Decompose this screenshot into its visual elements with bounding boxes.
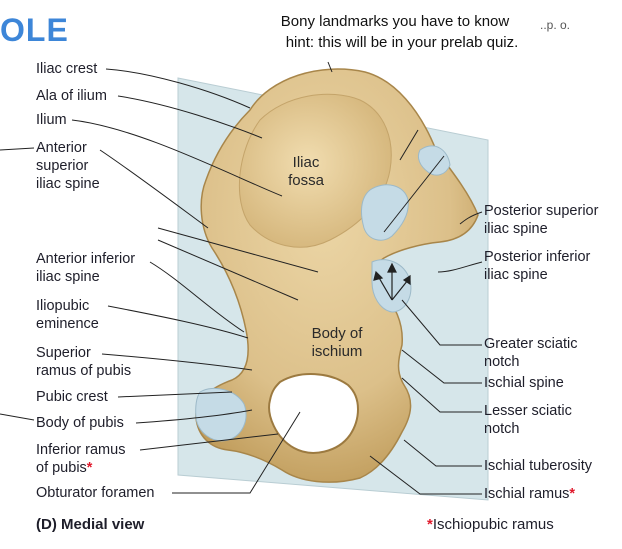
label-ischial-tuberosity: Ischial tuberosity	[484, 458, 592, 474]
label-asis-line-1: Anterior	[36, 140, 87, 156]
label-iliac-crest: Iliac crest	[36, 61, 98, 77]
label-asis-line-3: iliac spine	[36, 176, 100, 192]
label-ala-of-ilium: Ala of ilium	[36, 88, 107, 104]
label-aiis-line-2: iliac spine	[36, 269, 100, 285]
label-ilium: Ilium	[36, 112, 67, 128]
label-ischial-spine: Ischial spine	[484, 375, 564, 391]
figure-caption: (D) Medial view	[36, 516, 145, 533]
label-psis-line-1: Posterior superior	[484, 203, 599, 219]
label-iliopubic-line-2: eminence	[36, 316, 99, 332]
label-lesser-sciatic-notch-line-1: Lesser sciatic	[484, 403, 572, 419]
label-ischial-ramus: Ischial ramus*	[484, 486, 575, 503]
label-piis-line-2: iliac spine	[484, 267, 548, 283]
obturator-foramen-hole	[268, 373, 359, 454]
label-psis-line-2: iliac spine	[484, 221, 548, 237]
inferior-ramus-text: of pubis	[36, 460, 87, 476]
partial-slide-title: OLE	[0, 12, 69, 48]
auricular-surface	[361, 184, 409, 241]
footnote-asterisk: *	[427, 516, 433, 533]
leader-lines-left	[0, 68, 319, 494]
label-aiis-line-1: Anterior inferior	[36, 251, 136, 267]
label-obturator-foramen: Obturator foramen	[36, 485, 155, 501]
hint-line-1: Bony landmarks you have to know	[280, 13, 510, 30]
body-of-ischium-label-2: ischium	[311, 343, 363, 360]
ischial-ramus-asterisk: *	[569, 486, 576, 502]
label-body-of-pubis: Body of pubis	[36, 415, 124, 431]
posterior-cartilage	[417, 145, 451, 176]
ischial-ramus-text: Ischial ramus	[484, 486, 570, 502]
inferior-ramus-asterisk: *	[86, 460, 93, 476]
label-inferior-ramus-line-2: of pubis*	[36, 460, 92, 477]
hint-line-2: hint: this will be in your prelab quiz.	[285, 34, 519, 51]
notch-arrows	[373, 262, 411, 301]
iliac-fossa-label-1: Iliac	[292, 154, 320, 171]
label-superior-ramus-line-1: Superior	[36, 345, 91, 361]
footnote-text: Ischiopubic ramus	[432, 516, 554, 533]
label-iliopubic-line-1: Iliopubic	[36, 298, 90, 314]
label-pubic-crest: Pubic crest	[36, 389, 108, 405]
label-greater-sciatic-notch-line-1: Greater sciatic	[484, 336, 578, 352]
leader-lines-right	[327, 61, 483, 495]
label-inferior-ramus-line-1: Inferior ramus	[36, 442, 126, 458]
body-of-ischium-label-1: Body of	[311, 325, 363, 342]
label-superior-ramus-line-2: ramus of pubis	[36, 363, 132, 379]
label-greater-sciatic-notch-line-2: notch	[484, 354, 520, 370]
iliac-fossa-label-2: fossa	[288, 172, 324, 189]
cut-off-text: ..p. o.	[540, 18, 571, 32]
label-lesser-sciatic-notch-line-2: notch	[484, 421, 520, 437]
label-piis-line-1: Posterior inferior	[484, 249, 591, 265]
label-asis-line-2: superior	[36, 158, 89, 174]
footnote: *Ischiopubic ramus	[427, 516, 554, 533]
